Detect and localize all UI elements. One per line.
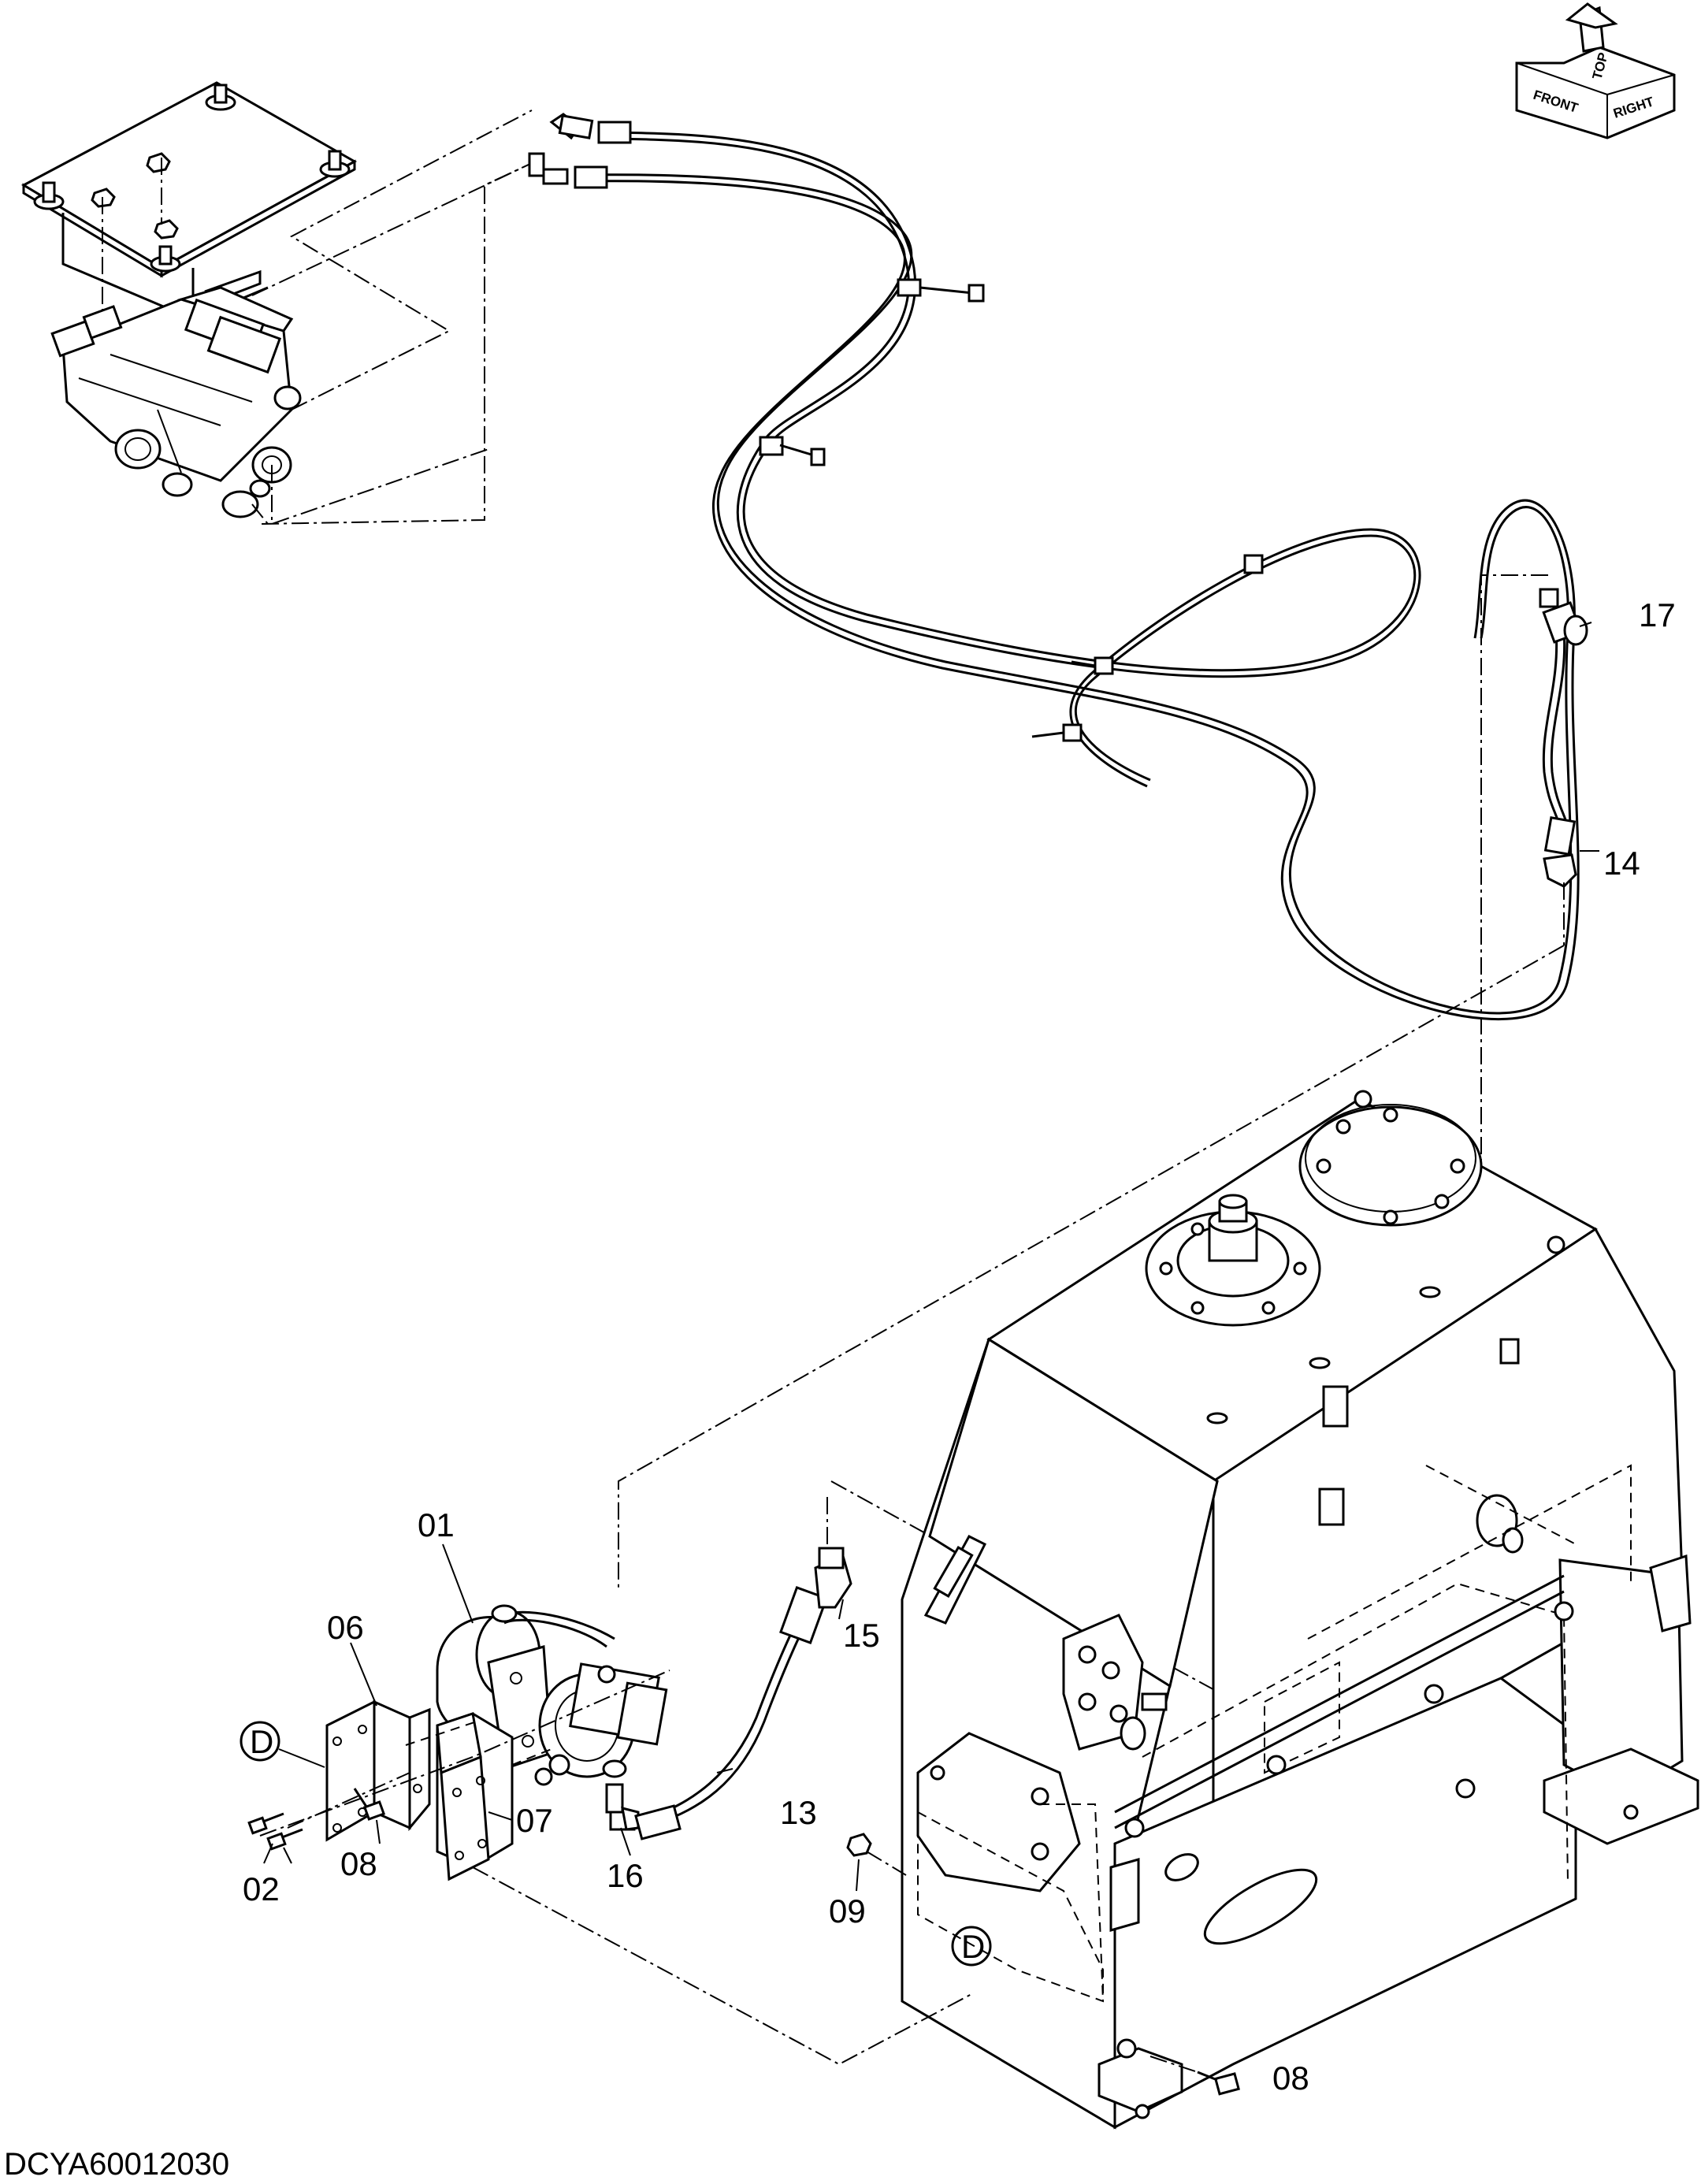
hose-clamp — [1031, 723, 1083, 742]
rubber-mount — [150, 245, 181, 273]
tank-inspection-cover — [1298, 1104, 1483, 1227]
adapter-fitting-15 — [814, 1547, 852, 1609]
drawing-code: DCYA60012030 — [4, 2147, 229, 2182]
mounting-plate — [20, 81, 358, 269]
bolt-08 — [1149, 2056, 1240, 2096]
callout-01: 01 — [418, 1506, 455, 1543]
callout-17: 17 — [1639, 596, 1676, 633]
reference-mark-label: D — [961, 1928, 985, 1965]
nut — [146, 152, 171, 173]
reference-mark-d: D — [240, 1721, 325, 1768]
control-valve-assembly — [20, 81, 544, 526]
bracket-07 — [436, 1712, 514, 1881]
electric-pump-assembly — [247, 1547, 974, 2066]
hose-13 — [634, 1586, 828, 1840]
callout-08-right: 08 — [1272, 2060, 1309, 2097]
suction-flange — [916, 1732, 1081, 1892]
reference-mark-d: D — [951, 1926, 992, 1967]
callout-02: 02 — [243, 1870, 280, 1907]
rubber-mount — [319, 150, 351, 178]
elbow-fitting-upper — [549, 113, 594, 140]
nut — [154, 219, 179, 240]
hydraulic-tank — [901, 1090, 1699, 2130]
callout-09: 09 — [829, 1892, 866, 1930]
nut-09 — [846, 1833, 907, 1876]
hose-clamp — [1071, 656, 1114, 675]
callout-14: 14 — [1603, 845, 1640, 882]
bolt-02 — [247, 1812, 284, 1835]
bolt-02 — [266, 1828, 303, 1851]
bolt-08 — [353, 1788, 386, 1821]
callout-leaders — [263, 622, 1599, 1892]
elbow-fitting-lower — [528, 152, 569, 185]
rubber-mount — [205, 84, 236, 111]
bracket-06 — [325, 1699, 431, 1842]
reference-mark-label: D — [250, 1723, 273, 1760]
tank-filler-cap — [1145, 1194, 1321, 1327]
elbow-fitting-17 — [1539, 588, 1588, 646]
sight-gauge — [923, 1535, 987, 1625]
hydraulic-hose-bundle — [574, 121, 1580, 1020]
pump-head — [534, 1662, 668, 1786]
alignment-line — [618, 945, 1565, 1592]
hose-clamp — [759, 436, 826, 466]
callout-07: 07 — [516, 1802, 553, 1839]
callout-15: 15 — [843, 1617, 880, 1654]
elbow-fitting-16 — [605, 1783, 640, 1831]
control-valve — [50, 286, 302, 518]
hose-clamp — [897, 278, 985, 303]
filter-block — [1062, 1614, 1168, 1751]
orientation-marker: TOP FRONT RIGHT — [1515, 2, 1676, 139]
callout-08-left: 08 — [340, 1845, 377, 1882]
callout-13: 13 — [780, 1794, 817, 1831]
hose-end-14 — [1543, 815, 1577, 945]
callout-06: 06 — [327, 1609, 364, 1646]
hose-clamp — [1243, 554, 1264, 574]
rubber-mount — [33, 181, 65, 210]
callout-16: 16 — [607, 1857, 644, 1894]
